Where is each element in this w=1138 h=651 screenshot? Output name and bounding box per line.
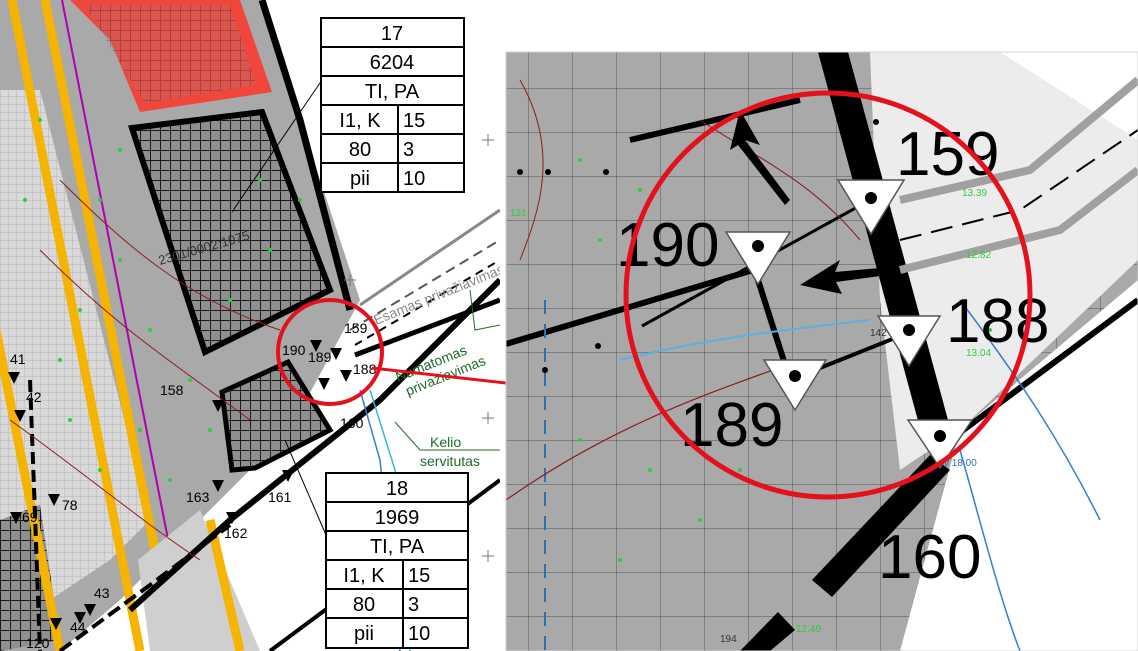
parcel-table-18: 18 1969 TI, PA I1, K 15 80 3 pii 10 xyxy=(325,472,469,649)
inset-h2: 12.82 xyxy=(966,250,991,261)
inset-veg-dots xyxy=(578,158,992,562)
ov-point-190: 190 xyxy=(282,342,306,358)
t18-row6a: pii xyxy=(354,623,374,645)
ov-point-159: 159 xyxy=(344,320,368,336)
inset-h6: 194 xyxy=(720,634,737,645)
ov-point-69: 69 xyxy=(22,509,38,525)
ov-point-78: 78 xyxy=(62,497,78,513)
ov-point-160: 160 xyxy=(340,415,364,431)
t17-row4b: 15 xyxy=(403,110,425,132)
ov-point-41: 41 xyxy=(10,351,26,367)
hatched-strip xyxy=(0,90,150,620)
parcel-north xyxy=(128,108,334,357)
t18-row4a: I1, K xyxy=(343,565,385,587)
road-servitude-label-1: Kelio xyxy=(430,434,461,450)
t18-row1: 18 xyxy=(386,478,408,500)
grid-crosshairs xyxy=(344,134,494,562)
ov-point-120: 120 xyxy=(26,635,50,651)
inset-point-160: 160 xyxy=(878,523,981,592)
inset-h1: 13.39 xyxy=(962,188,987,199)
t17-row4a: I1, K xyxy=(339,110,381,132)
zoom-circle-large xyxy=(623,90,1033,500)
t18-row2: 1969 xyxy=(375,507,420,529)
ov-point-44: 44 xyxy=(70,619,86,635)
t17-row1: 17 xyxy=(381,23,403,45)
t17-row6a: pii xyxy=(350,168,370,190)
inset-h8: 142 xyxy=(870,328,887,339)
t17-row5a: 80 xyxy=(349,139,371,161)
ov-point-42: 42 xyxy=(26,389,42,405)
t17-row2: 6204 xyxy=(370,52,415,74)
ov-point-189: 189 xyxy=(308,349,332,365)
inset-h4: 12.49 xyxy=(796,624,821,635)
t17-row3: TI, PA xyxy=(365,81,420,103)
inset-dots xyxy=(517,119,879,373)
t18-row3: TI, PA xyxy=(370,536,425,558)
ov-point-43: 43 xyxy=(94,585,110,601)
parcel-south xyxy=(219,358,334,473)
ov-point-163: 163 xyxy=(186,489,210,505)
vegetation-dots xyxy=(23,118,302,482)
inset-h7: v 18.00 xyxy=(944,458,977,469)
survey-markers xyxy=(8,340,352,630)
ov-point-188: 188 xyxy=(353,361,377,377)
t18-row5b: 3 xyxy=(408,594,419,616)
t17-row5b: 3 xyxy=(403,139,414,161)
ov-point-162: 162 xyxy=(224,525,248,541)
zoom-circle-small xyxy=(276,298,384,406)
road-servitude-label-2: servitutas xyxy=(420,453,480,469)
inset-survey-markers xyxy=(724,179,974,470)
t18-row5a: 80 xyxy=(353,594,375,616)
ov-point-161: 161 xyxy=(268,489,292,505)
inset-point-188: 188 xyxy=(946,287,1049,356)
t18-row4b: 15 xyxy=(408,565,430,587)
inset-h3: 13.04 xyxy=(966,348,991,359)
parcel-table-17: 17 6204 TI, PA I1, K 15 80 3 pii 10 xyxy=(320,17,465,193)
inset-map: 13.39 12.82 13.04 12.49 131 194 v 18.00 … xyxy=(506,52,1138,651)
t17-row6b: 10 xyxy=(403,168,425,190)
t18-row6b: 10 xyxy=(408,623,430,645)
ov-point-158: 158 xyxy=(160,382,184,398)
inset-h5: 131 xyxy=(510,208,527,219)
